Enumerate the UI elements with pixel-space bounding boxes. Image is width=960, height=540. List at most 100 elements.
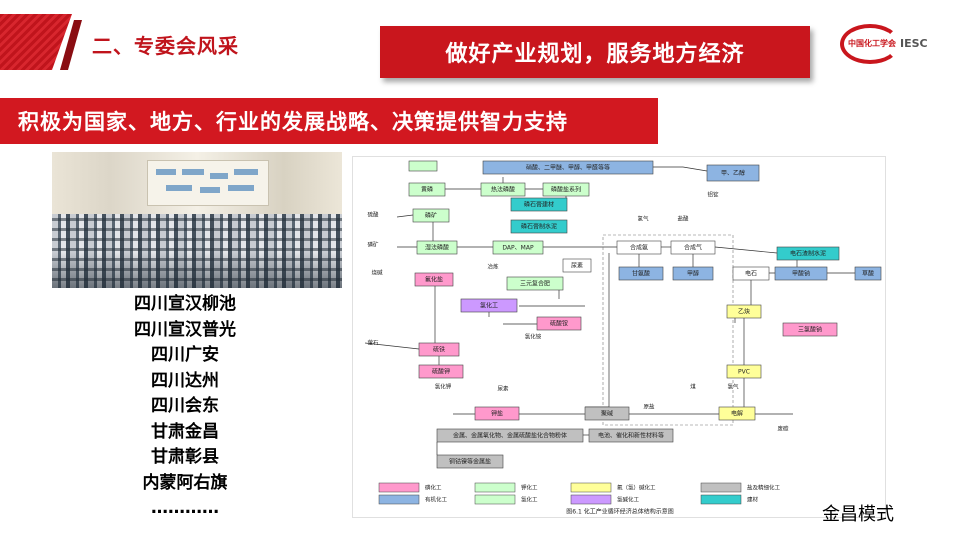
diagram-node-label: 硝酸、二甲醚、甲醇、甲醛等等 <box>526 164 610 172</box>
diagram-annotation: 氯化铵 <box>525 333 542 341</box>
location-item: 四川宣汉柳池 <box>134 294 236 314</box>
diagram-connector <box>396 214 414 218</box>
diagram-node <box>510 219 568 234</box>
diagram-node-label: 电解 <box>731 410 743 418</box>
diagram-node <box>536 316 582 331</box>
legend-swatch <box>700 482 742 493</box>
diagram-annotation: 氢气 <box>637 215 649 223</box>
diagram-node <box>510 197 568 212</box>
diagram-node-label: 氯化工 <box>480 302 498 310</box>
location-item: 四川宣汉普光 <box>134 319 236 340</box>
diagram-node <box>726 304 762 319</box>
legend-label: 氟（氯）碱化工 <box>617 484 656 492</box>
location-item: 甘肃金昌 <box>151 421 219 442</box>
diagram-node-label: 电池、催化和新性材料等 <box>598 432 664 440</box>
diagram-node-label: 钾盐 <box>491 410 503 418</box>
diagram-node-label: 聚碱 <box>601 411 613 418</box>
diagram-node <box>506 276 564 291</box>
diagram-node <box>460 298 518 313</box>
diagram-node-label: PVC <box>738 369 750 376</box>
diagram-node-label: 硫铁 <box>433 346 445 354</box>
diagram-node-label: 电石 <box>745 270 757 278</box>
legend-label: 盐及精细化工 <box>747 484 781 492</box>
location-list: 四川宣汉柳池 四川宣汉普光 四川广安 四川达州 四川会东 甘肃金昌 甘肃彰县 内… <box>110 292 260 522</box>
diagram-node-label: 湿法磷酸 <box>425 244 449 252</box>
diagram-node-label: 甲醇 <box>687 270 699 278</box>
diagram-annotation: 萤石 <box>367 339 379 347</box>
legend-label: 有机化工 <box>425 496 448 504</box>
diagram-node <box>584 406 630 421</box>
diagram-node-label: 磷矿 <box>425 212 437 220</box>
diagram-node <box>482 160 654 175</box>
diagram-node <box>782 322 838 337</box>
legend-label: 建材 <box>747 496 759 504</box>
diagram-node-label: 热法磷酸 <box>491 186 515 194</box>
diagram-node <box>416 240 458 255</box>
diagram-annotation: 硫酸 <box>367 211 379 219</box>
legend-swatch <box>570 494 612 505</box>
diagram-node <box>480 182 526 197</box>
mode-caption: 金昌模式 <box>822 504 894 525</box>
legend-label: 磷化工 <box>425 484 442 492</box>
diagram-node <box>474 406 520 421</box>
location-item: 四川会东 <box>151 396 219 416</box>
diagram-boundary <box>602 234 734 426</box>
diagram-node <box>418 342 460 357</box>
legend-swatch <box>474 494 516 505</box>
diagram-annotation: 废碳 <box>777 425 789 433</box>
diagram-node <box>706 164 760 182</box>
diagram-node <box>418 364 464 379</box>
diagram-node-label: 磷石膏制水泥 <box>521 223 557 231</box>
diagram-node <box>718 406 756 421</box>
diagram-node <box>412 208 450 223</box>
logo-name-cn: 中国化工学会 <box>848 39 896 48</box>
subtitle-bar: 积极为国家、地方、行业的发展战略、决策提供智力支持 <box>0 98 658 144</box>
diagram-node-label: 磷石膏建材 <box>524 201 554 209</box>
diagram-annotation: 铝锭 <box>707 191 719 199</box>
diagram-node-label: 乙炔 <box>738 308 750 316</box>
diagram-node-label: 黄磷 <box>421 186 433 194</box>
diagram-node <box>414 272 454 287</box>
diagram-node-label: 氟化盐 <box>425 276 443 284</box>
diagram-annotation: 烧碱 <box>371 269 383 277</box>
legend-swatch <box>570 482 612 493</box>
diagram-annotation: 氯化钾 <box>435 383 452 391</box>
diagram-caption: 图6.1 化工产业循环经济总体结构示意图 <box>566 508 673 516</box>
diagram-node-label: 合成气 <box>684 244 702 252</box>
location-item: 内蒙阿右旗 <box>142 472 228 493</box>
diagram-connector <box>682 166 708 172</box>
section-title: 二、专委会风采 <box>92 34 239 58</box>
diagram-connector <box>714 246 778 254</box>
diagram-annotation: 盐酸 <box>677 215 689 223</box>
diagram-node-label: 三元复合肥 <box>520 280 550 288</box>
legend-label: 氯碱化工 <box>617 496 640 504</box>
diagram-node-label: 硫酸铵 <box>550 320 568 328</box>
diagram-annotation: 磷矿 <box>367 241 379 249</box>
header-banner-graphic <box>0 14 86 70</box>
society-logo-icon: 中国化工学会 IESC <box>840 24 930 68</box>
diagram-node <box>542 182 590 197</box>
sand-table-model-photo <box>52 152 342 288</box>
diagram-node-label: 铜钴镍等金属盐 <box>449 458 491 466</box>
headline-text: 做好产业规划，服务地方经济 <box>445 42 745 67</box>
diagram-node-label: 合成氨 <box>630 244 648 252</box>
diagram-node <box>776 246 840 261</box>
diagram-node <box>854 266 882 281</box>
diagram-node <box>732 266 770 281</box>
diagram-node-label: DAP、MAP <box>502 245 534 252</box>
diagram-node <box>436 454 504 469</box>
exhibition-board <box>147 160 269 206</box>
legend-swatch <box>474 482 516 493</box>
circular-economy-flow-diagram: 硝酸、二甲醚、甲醇、甲醛等等甲、乙醇黄磷热法磷酸磷酸盐系列磷石膏建材磷矿磷石膏制… <box>352 156 886 518</box>
diagram-annotation: 原盐 <box>643 403 655 411</box>
diagram-node-label: 尿素 <box>571 262 583 270</box>
legend-swatch <box>700 494 742 505</box>
diagram-node <box>588 428 674 443</box>
location-item-ellipsis: ………… <box>151 498 219 518</box>
subtitle-text: 积极为国家、地方、行业的发展战略、决策提供智力支持 <box>18 110 568 134</box>
diagram-node <box>408 160 438 172</box>
diagram-node-label: 三氯酸钠 <box>798 326 822 334</box>
diagram-node <box>436 428 584 443</box>
diagram-node-label: 金属、金属氧化物、金属硫酸盐化合物粉体 <box>453 432 567 440</box>
diagram-node <box>408 182 446 197</box>
